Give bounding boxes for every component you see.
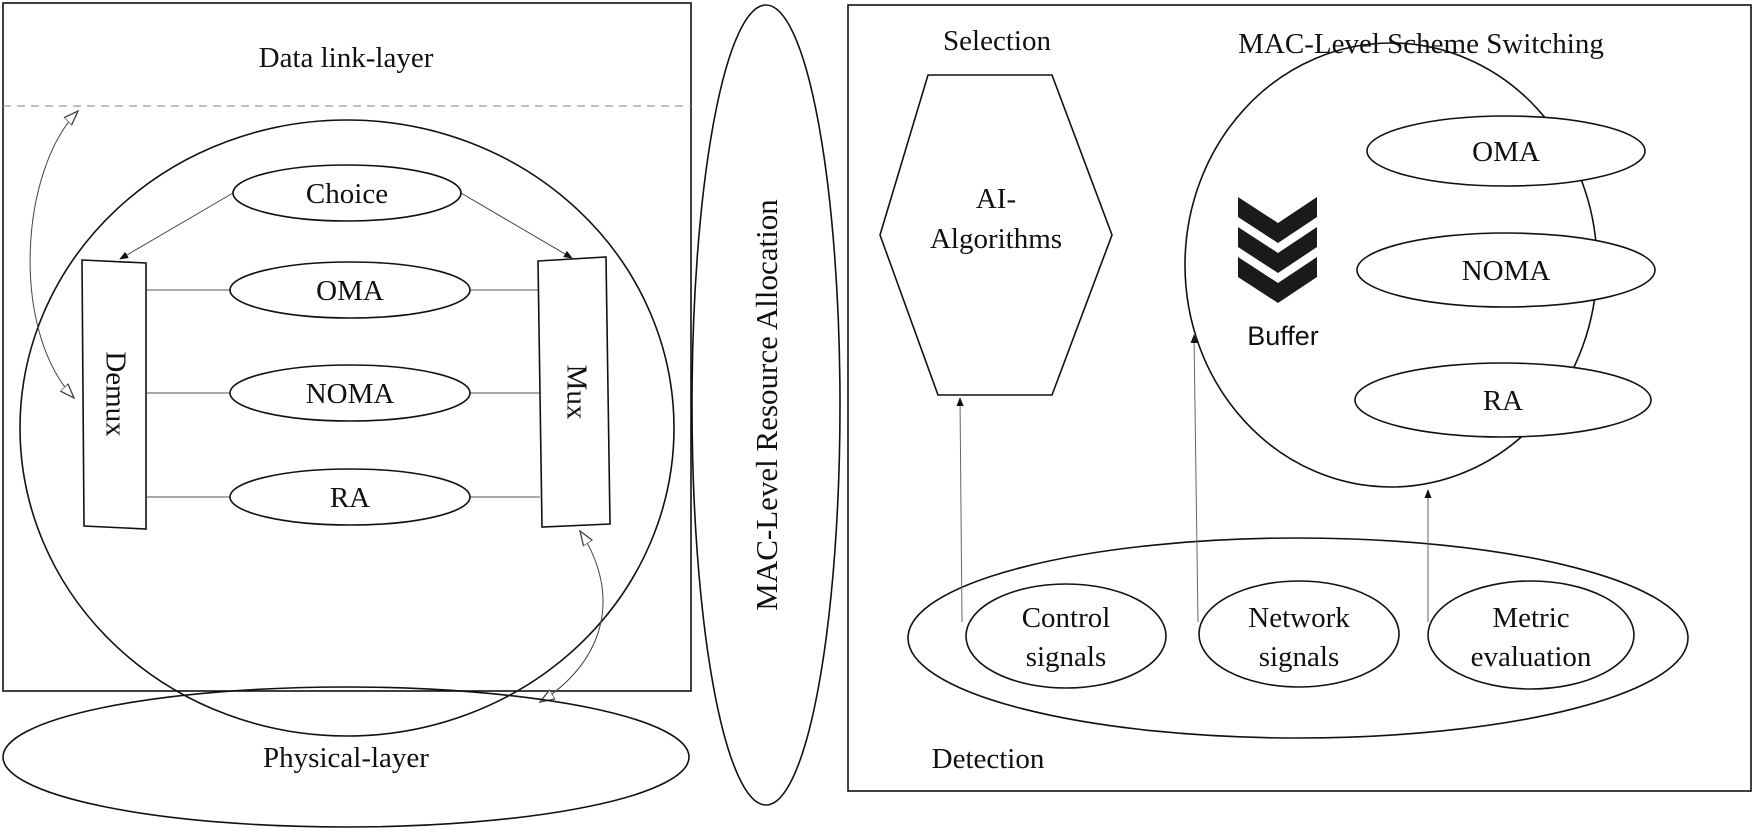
- mux-label: Mux: [560, 365, 592, 420]
- mux-block: [537, 256, 611, 528]
- right-scheme-oma-label: OMA: [1472, 136, 1540, 168]
- network-signals-line1: Network: [1248, 602, 1350, 634]
- resource-allocation-label: MAC-Level Resource Allocation: [749, 199, 784, 611]
- metric-evaluation-node: [1427, 580, 1635, 690]
- selection-label: Selection: [943, 25, 1051, 57]
- resource-allocation-node: MAC-Level Resource Allocation: [691, 4, 841, 806]
- mac-scheme-box: [847, 4, 1752, 792]
- left-scheme-oma-label: OMA: [316, 275, 384, 307]
- demux-block: [81, 259, 147, 530]
- right-scheme-ra: [1354, 362, 1652, 438]
- control-signals-line1: Control: [1022, 602, 1111, 634]
- detection-label: Detection: [932, 743, 1045, 775]
- cross-layer-arrow-upper: [29, 111, 78, 398]
- data-link-layer-title: Data link-layer: [259, 42, 434, 74]
- left-scheme-oma: [229, 261, 471, 319]
- ai-label-line1: AI-: [976, 183, 1016, 215]
- ai-label-line2: Algorithms: [930, 223, 1062, 255]
- cross-layer-arrow-lower: [540, 531, 604, 702]
- right-scheme-oma: [1366, 115, 1646, 187]
- physical-layer-node: Physical-layer: [2, 686, 690, 828]
- metric-evaluation-line2: evaluation: [1471, 641, 1592, 673]
- control-signals-node: [965, 583, 1167, 689]
- network-signals-node: [1198, 580, 1400, 688]
- mac-scheme-panel: Selection MAC-Level Scheme Switching AI-…: [847, 4, 1752, 792]
- choice-label: Choice: [306, 178, 388, 210]
- metric-evaluation-line1: Metric: [1492, 602, 1569, 634]
- network-to-switching-arrow: [1190, 334, 1199, 623]
- left-scheme-ra-label: RA: [330, 482, 370, 514]
- data-link-layer-box: [2, 2, 692, 692]
- physical-layer-label: Physical-layer: [263, 742, 429, 774]
- left-scheme-noma-label: NOMA: [306, 378, 395, 410]
- control-to-ai-arrow: [956, 397, 964, 623]
- left-scheme-noma: [229, 364, 471, 422]
- right-scheme-noma: [1356, 232, 1656, 308]
- left-scheme-ra: [229, 468, 471, 526]
- network-signals-line2: signals: [1259, 641, 1340, 673]
- detection-ellipse: [907, 537, 1689, 739]
- demux-label: Demux: [99, 351, 131, 437]
- control-signals-line2: signals: [1026, 641, 1107, 673]
- scheme-container-ellipse: [19, 119, 675, 737]
- choice-node: [232, 164, 462, 222]
- right-scheme-ra-label: RA: [1483, 385, 1523, 417]
- choice-to-mux-arrow: [460, 192, 573, 259]
- buffer-label: Buffer: [1247, 321, 1319, 351]
- buffer-chevron-icon: [1238, 197, 1317, 303]
- scheme-switching-title: MAC-Level Scheme Switching: [1238, 28, 1604, 60]
- right-scheme-noma-label: NOMA: [1462, 255, 1551, 287]
- data-link-layer-panel: Data link-layer Demux Mux Choice OMA NOM…: [2, 2, 692, 737]
- ai-algorithms-hexagon: [879, 74, 1113, 396]
- choice-to-demux-arrow: [119, 192, 234, 260]
